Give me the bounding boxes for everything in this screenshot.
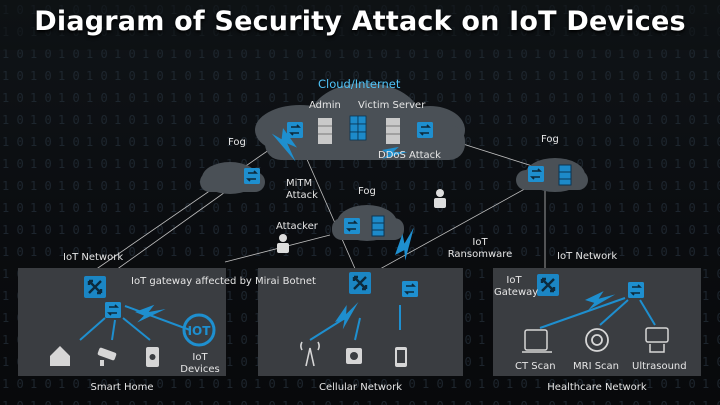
- svg-text:IOT: IOT: [188, 324, 212, 338]
- iot-devices-icon: IOT: [182, 313, 216, 347]
- attacker-label: Attacker: [276, 221, 318, 232]
- ct-scan-label: CT Scan: [515, 361, 556, 372]
- admin-label: Admin: [309, 100, 341, 111]
- title-band: [0, 0, 720, 50]
- fog-right-switch-icon: [527, 165, 545, 183]
- ct-scan-icon: [522, 329, 552, 353]
- admin-server-icon: [318, 118, 332, 144]
- fog-right-label: Fog: [541, 134, 559, 145]
- mirai-gateway-label: IoT gateway affected by Mirai Botnet: [131, 276, 316, 287]
- cellular-switch-icon: [401, 280, 419, 298]
- smart-plug-icon: [146, 347, 159, 367]
- mitm-attack-label: MiTM Attack: [286, 178, 318, 201]
- cloud-switch-right-icon: [416, 121, 434, 139]
- fog-right-server-icon: [558, 164, 572, 186]
- attacker-icon-left: [277, 234, 289, 253]
- fog-left-switch-icon: [243, 167, 261, 185]
- fog-center-server-icon: [371, 215, 385, 237]
- cloud-title: Cloud/Internet: [318, 77, 401, 91]
- mri-scan-icon: [585, 328, 609, 352]
- healthcare-signal-lines: [539, 297, 656, 329]
- attacker-icon-right: [434, 189, 446, 208]
- ransomware-label: IoT Ransomware: [447, 237, 513, 260]
- healthcare-switch-icon: [627, 281, 645, 299]
- ultrasound-icon: [645, 327, 669, 353]
- smart-home-network-label: IoT Network: [63, 252, 124, 263]
- healthcare-gateway-icon: [535, 272, 561, 298]
- ultrasound-label: Ultrasound: [632, 361, 687, 372]
- cellular-caption: Cellular Network: [319, 382, 402, 393]
- ddos-attack-label: DDoS Attack: [378, 150, 441, 161]
- cellular-gateway-icon: [347, 270, 373, 296]
- healthcare-caption: Healthcare Network: [547, 382, 647, 393]
- fog-center-switch-icon: [343, 217, 361, 235]
- security-camera-icon: [97, 347, 117, 366]
- smart-home-caption: Smart Home: [90, 382, 154, 393]
- mobile-phone-icon: [395, 347, 407, 367]
- healthcare-network-label: IoT Network: [557, 251, 618, 262]
- cell-tower-icon: [300, 341, 320, 367]
- cellular-device-icon: [346, 348, 362, 364]
- victim-server-label: Victim Server: [358, 100, 426, 111]
- smart-home-switch-icon: [104, 301, 122, 319]
- cloud-switch-left-icon: [286, 121, 304, 139]
- victim-server-icon: [386, 118, 400, 144]
- healthcare-panel: [493, 268, 701, 376]
- smart-home-house-icon: [50, 346, 70, 366]
- smart-home-signal-lines: [79, 305, 191, 341]
- iot-devices-label: IoT Devices: [180, 352, 220, 375]
- mri-scan-label: MRI Scan: [573, 361, 620, 372]
- fog-center-label: Fog: [358, 186, 376, 197]
- smart-home-gateway-icon: [82, 274, 108, 300]
- healthcare-gateway-label: IoT Gateway: [494, 275, 539, 298]
- cellular-signal-lines: [309, 305, 401, 341]
- fog-left-label: Fog: [228, 137, 246, 148]
- diagram-title: Diagram of Security Attack on IoT Device…: [34, 6, 686, 37]
- firewall-icon: [349, 115, 367, 141]
